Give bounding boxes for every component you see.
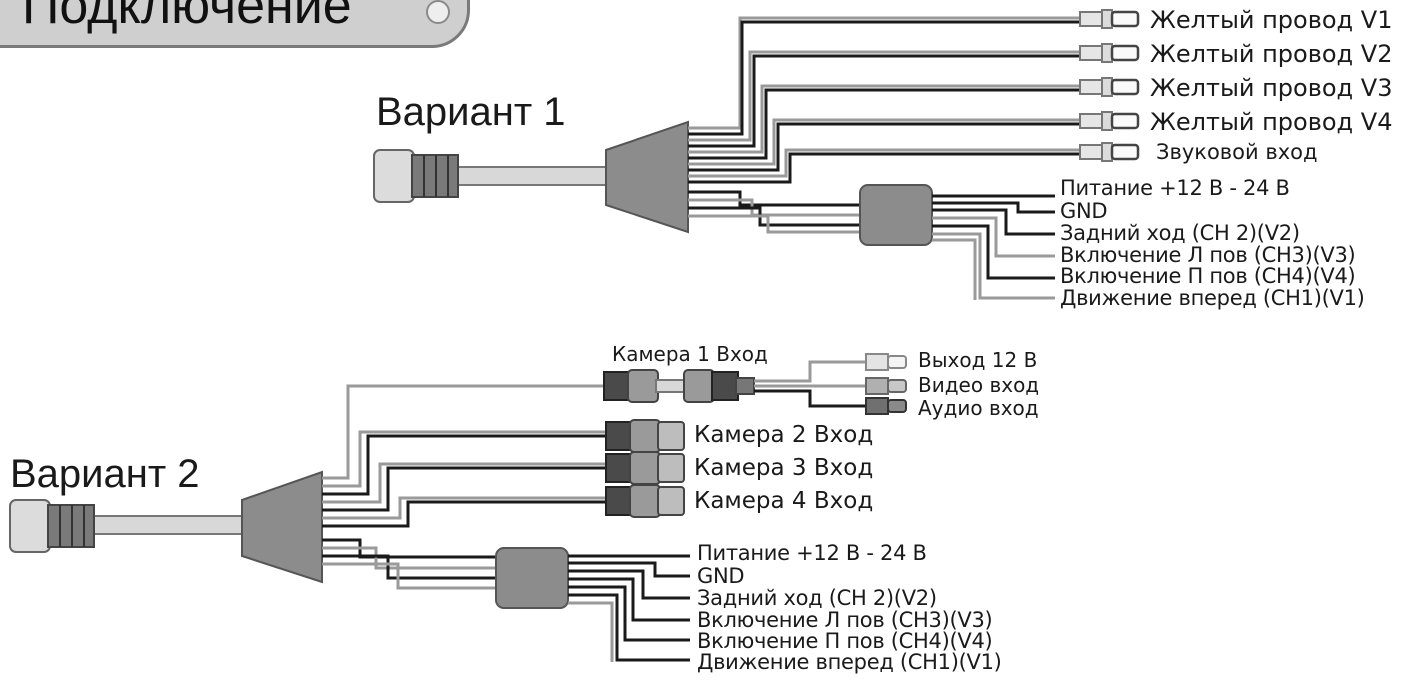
- v1-rca-connectors: [1079, 9, 1140, 162]
- v1-wire-label: Желтый провод V1: [1150, 6, 1393, 34]
- camera1-output-connectors: [865, 353, 907, 415]
- camera-input-label: Камера 4 Вход: [694, 488, 874, 514]
- v1-junction-box: [859, 184, 933, 246]
- v1-pin-label: GND: [1060, 199, 1108, 223]
- v2-plug-icon: [9, 499, 95, 553]
- v2-pin-label: Движение вперед (CH1)(V1): [697, 650, 1002, 674]
- v1-plug-icon: [373, 149, 459, 203]
- v1-pin-label: Включение Л пов (CH3)(V3): [1060, 243, 1356, 267]
- camera4-connector: [605, 484, 685, 518]
- title-dot-icon: [426, 0, 450, 24]
- v2-pin-label: Задний ход (CH 2)(V2): [697, 586, 937, 610]
- variant1-harness: [373, 9, 1140, 300]
- camera1-connector: [603, 369, 755, 403]
- v1-pin-label: Движение вперед (CH1)(V1): [1060, 286, 1365, 310]
- v2-pin-label: Питание +12 В - 24 В: [697, 541, 927, 565]
- v1-wire-label: Желтый провод V2: [1150, 40, 1393, 68]
- v2-main-cable: [91, 515, 248, 535]
- variant2-label: Вариант 2: [10, 452, 200, 496]
- camera3-connector: [605, 451, 685, 485]
- title-badge: [0, 0, 470, 48]
- v1-wire-label: Желтый провод V3: [1150, 74, 1393, 102]
- camera-input-label: Камера 2 Вход: [694, 422, 874, 448]
- v1-splitter: [605, 120, 689, 234]
- camera-input-label: Камера 3 Вход: [694, 455, 874, 481]
- v2-pin-label: Включение Л пов (CH3)(V3): [697, 608, 993, 632]
- page-title: Подключение: [22, 0, 352, 35]
- v1-wire-label: Звуковой вход: [1156, 140, 1318, 164]
- v1-main-cable: [454, 166, 611, 186]
- camera2-connector: [605, 419, 685, 453]
- v1-pin-label: Задний ход (CH 2)(V2): [1060, 221, 1300, 245]
- variant2-harness: [9, 353, 907, 662]
- camera1-output-label: Видео вход: [918, 373, 1040, 397]
- v2-splitter: [241, 470, 323, 584]
- v2-pin-label: GND: [697, 564, 745, 588]
- v1-pin-label: Включение П пов (CH4)(V4): [1060, 264, 1356, 288]
- v2-junction-box: [495, 547, 569, 609]
- v1-wire-label: Желтый провод V4: [1150, 108, 1393, 136]
- variant1-label: Вариант 1: [376, 90, 566, 134]
- camera1-output-label: Выход 12 В: [918, 348, 1038, 372]
- v2-pin-label: Включение П пов (CH4)(V4): [697, 629, 993, 653]
- camera1-label: Камера 1 Вход: [612, 342, 768, 366]
- v1-pin-label: Питание +12 В - 24 В: [1060, 176, 1290, 200]
- camera1-output-label: Аудио вход: [918, 396, 1039, 420]
